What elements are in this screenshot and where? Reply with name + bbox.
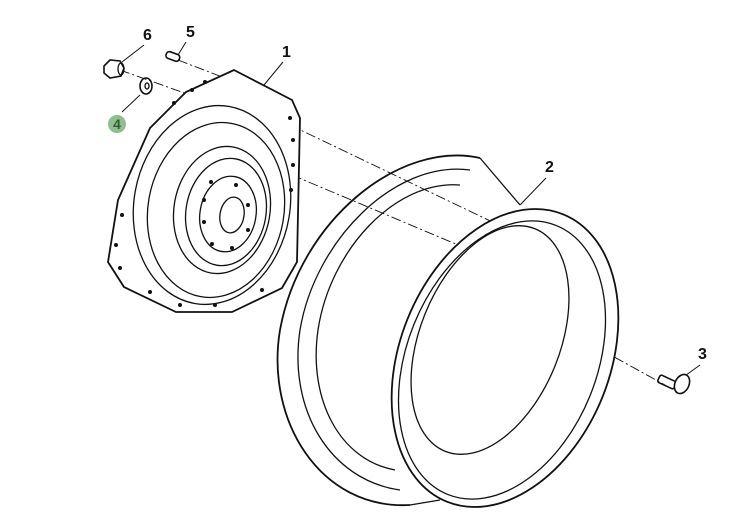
part-2-rim[interactable] — [276, 154, 661, 530]
leader-lines — [121, 41, 701, 379]
callout-1[interactable]: 1 — [282, 44, 291, 61]
part-3-bolt[interactable] — [657, 372, 692, 396]
part-4-washer[interactable] — [139, 77, 153, 95]
callout-3[interactable]: 3 — [698, 346, 707, 363]
part-6-nut[interactable] — [103, 59, 125, 79]
callout-5[interactable]: 5 — [186, 24, 195, 41]
bolt-holes — [114, 80, 295, 307]
callout-6[interactable]: 6 — [143, 27, 152, 44]
part-5-stud[interactable] — [165, 50, 181, 63]
callout-4-highlighted[interactable]: 4 — [108, 115, 126, 133]
part-1-center-disc[interactable] — [107, 68, 306, 317]
callout-2[interactable]: 2 — [545, 159, 554, 176]
